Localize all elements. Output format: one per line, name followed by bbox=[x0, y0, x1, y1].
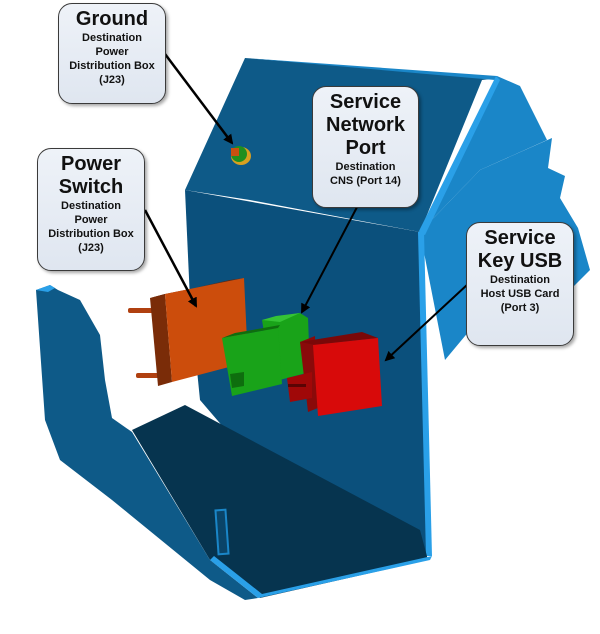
ground-stud bbox=[231, 146, 251, 165]
arrow-network-port bbox=[301, 189, 367, 314]
enclosure-bottom-tray bbox=[36, 285, 432, 600]
callout-ground-detail-4: (J23) bbox=[99, 74, 125, 86]
callout-network-port-title-2: Network bbox=[326, 114, 405, 136]
callout-usb-key-detail-2: Host USB Card bbox=[480, 288, 560, 300]
callout-network-port-detail-1: Destination bbox=[335, 161, 396, 173]
callout-network-port-title-1: Service bbox=[329, 91, 402, 113]
callout-power-switch-title-2: Switch bbox=[58, 176, 124, 198]
callout-network-port-title-3: Port bbox=[345, 137, 386, 159]
callout-power-switch-detail-1: Destination bbox=[61, 200, 121, 212]
usb-key-component bbox=[287, 332, 382, 416]
arrow-ground bbox=[161, 49, 234, 145]
callout-power-switch-detail-4: (J23) bbox=[78, 242, 104, 254]
callout-usb-key-detail-1: Destination bbox=[490, 274, 550, 286]
callout-usb-key-title-2: Key USB bbox=[477, 250, 563, 272]
arrow-usb-key bbox=[384, 283, 469, 362]
callout-ground-detail-2: Power bbox=[95, 46, 129, 58]
network-port-component bbox=[222, 313, 310, 396]
callout-ground-title: Ground bbox=[75, 8, 149, 30]
callout-ground-detail-3: Distribution Box bbox=[69, 60, 155, 72]
callout-power-switch-detail-2: Power bbox=[74, 214, 108, 226]
arrow-power-switch bbox=[143, 209, 198, 308]
callout-service-key-usb: Service Key USB Destination Host USB Car… bbox=[466, 222, 574, 346]
callout-arrows bbox=[143, 49, 469, 362]
callout-usb-key-detail-3: (Port 3) bbox=[500, 302, 540, 314]
tray-slot bbox=[214, 508, 230, 556]
callout-power-switch: Power Switch Destination Power Distribut… bbox=[37, 148, 145, 271]
callout-service-network-port: Service Network Port Destination CNS (Po… bbox=[312, 86, 419, 208]
callout-ground-detail-1: Destination bbox=[82, 32, 142, 44]
callout-network-port-detail-2: CNS (Port 14) bbox=[330, 175, 401, 187]
callout-power-switch-detail-3: Distribution Box bbox=[48, 228, 134, 240]
callout-ground: Ground Destination Power Distribution Bo… bbox=[58, 3, 166, 104]
callout-power-switch-title-1: Power bbox=[60, 153, 122, 175]
callout-usb-key-title-1: Service bbox=[484, 227, 556, 249]
